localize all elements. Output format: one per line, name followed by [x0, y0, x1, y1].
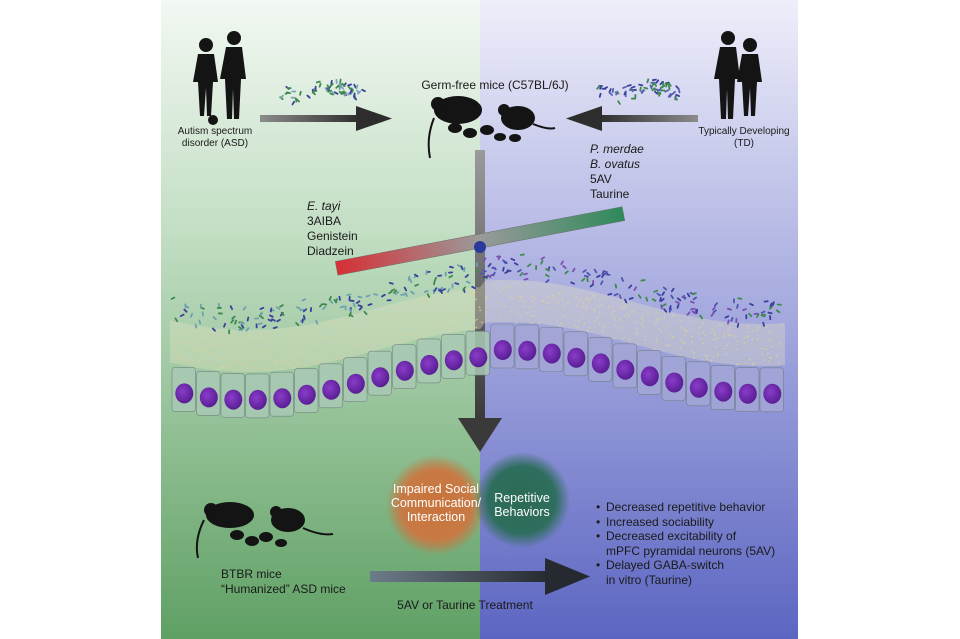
asd-label-line: disorder (ASD): [181, 138, 249, 149]
outcome-item: in vitro (Taurine): [606, 572, 693, 587]
td-metabolite: Taurine: [590, 187, 630, 201]
btbr-label: BTBR mice “Humanized” ASD mice: [221, 567, 346, 597]
treatment-label: 5AV or Taurine Treatment: [397, 598, 533, 612]
repetitive-behavior-circle: [474, 452, 570, 548]
td-label-line: Typically Developing: [698, 126, 790, 137]
asd-metabolite: Diadzein: [307, 244, 354, 258]
social-impairment-circle: [386, 455, 486, 555]
phenotype-line: Repetitive: [494, 491, 550, 505]
arrow-down-icon: [458, 150, 502, 452]
btbr-line: “Humanized” ASD mice: [221, 582, 346, 596]
phenotype-line: Interaction: [406, 510, 466, 524]
outcomes-list: Decreased repetitive behavior Increased …: [596, 500, 796, 587]
outcome-item: Decreased repetitive behavior: [596, 500, 796, 515]
mice-silhouette-icon: [427, 96, 556, 159]
asd-label-line: Autism spectrum: [177, 126, 253, 137]
btbr-line: BTBR mice: [221, 567, 282, 581]
outcome-item: Increased sociability: [596, 515, 796, 530]
arrow-right-icon: [370, 558, 590, 595]
repetitive-behavior-label: Repetitive Behaviors: [484, 491, 560, 519]
td-species: P. merdae: [590, 142, 644, 156]
td-label-line: (TD): [734, 138, 754, 149]
arrow-right-icon: [260, 106, 392, 131]
outcome-item: Delayed GABA-switch: [596, 558, 796, 573]
bacteria-cluster-icon: [596, 78, 681, 105]
phenotype-line: Impaired Social: [392, 482, 480, 496]
social-impairment-label: Impaired Social Communication/ Interacti…: [384, 482, 488, 524]
phenotype-line: Communication/: [390, 496, 482, 510]
germ-free-label: Germ-free mice (C57BL/6J): [421, 78, 569, 92]
td-label: Typically Developing (TD): [690, 126, 798, 150]
children-silhouette-icon: [714, 31, 762, 119]
outcome-item: mPFC pyramidal neurons (5AV): [606, 543, 776, 558]
asd-metabolite: 3AIBA: [307, 214, 342, 228]
mice-silhouette-icon: [195, 502, 334, 559]
asd-label: Autism spectrum disorder (ASD): [170, 126, 260, 150]
td-metabolite: 5AV: [590, 172, 612, 186]
arrow-left-icon: [566, 106, 698, 131]
phenotype-line: Behaviors: [494, 505, 550, 519]
asd-species: E. tayi: [307, 199, 341, 213]
asd-metabolite: Genistein: [307, 229, 358, 243]
balance-point: [474, 241, 486, 253]
td-species: B. ovatus: [590, 157, 641, 171]
outcome-item: Decreased excitability of: [596, 529, 796, 544]
bacteria-cluster-icon: [279, 78, 366, 106]
children-silhouette-icon: [193, 31, 246, 125]
td-factors: P. merdae B. ovatus 5AV Taurine: [590, 142, 644, 202]
intestinal-epithelium: [170, 253, 785, 419]
asd-factors: E. tayi 3AIBA Genistein Diadzein: [307, 199, 358, 259]
